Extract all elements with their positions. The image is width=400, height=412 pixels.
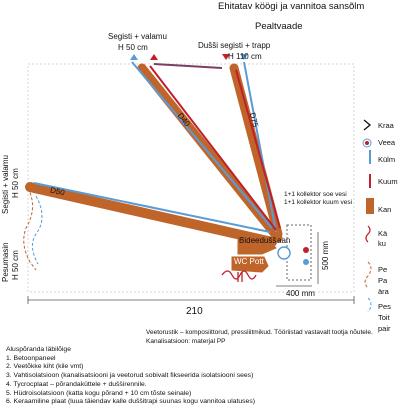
room-outline xyxy=(27,63,355,293)
trap-icon xyxy=(277,246,291,260)
left-drain-outlet-2 xyxy=(32,195,43,265)
label-bideeduss: Bideedušš xyxy=(239,236,277,245)
legend-vee: Veea xyxy=(378,138,396,147)
notes-item: 2. Veetõkke kiht (kile vmt) xyxy=(6,363,84,371)
label-left-pesumasin-height: H 50 cm xyxy=(11,250,20,280)
valve-icon xyxy=(303,247,309,253)
page-title: Ehitatav köögi ja vannitoa sansõlm xyxy=(218,1,365,12)
legend-pe1a: Pe xyxy=(378,265,388,274)
legend-pe2b: Toit xyxy=(378,313,390,322)
valve-icon-2 xyxy=(303,259,309,265)
label-left-pesumasin: Pesumasin xyxy=(1,242,10,282)
cold-water-pipes xyxy=(33,61,277,233)
legend-pe2a: Pes xyxy=(378,302,391,311)
legend-symbols xyxy=(362,119,374,313)
label-segisti-top-height: H 50 cm xyxy=(118,43,148,52)
footer-line-1: Veetorustik – komposiittorud, pressliitm… xyxy=(146,329,373,336)
legend-kraan: Kraa xyxy=(378,121,394,130)
page-subtitle: Pealtvaade xyxy=(255,21,303,32)
footer-line-2: Kanalisatsioon: materjal PP xyxy=(146,338,226,345)
label-aan: aan xyxy=(277,236,291,245)
label-dim-210: 210 xyxy=(186,306,203,317)
legend-pe1c: ära xyxy=(378,287,389,296)
heating-loop-2 xyxy=(237,272,243,282)
notes-item: 1. Betoonpaneel xyxy=(6,354,56,362)
hot-water-pipes xyxy=(149,65,281,231)
label-dush-top: Dušši segisti + trapp xyxy=(198,41,271,50)
label-segisti-top: Segisti + valamu xyxy=(108,32,167,41)
legend-pe2c: pair xyxy=(378,324,391,333)
legend-kulm: Külm xyxy=(378,155,396,164)
dimension-lines xyxy=(27,232,355,304)
label-left-segisti-height: H 50 cm xyxy=(11,168,20,198)
left-drain-outlet xyxy=(23,187,37,271)
legend-ka2b: ku xyxy=(378,239,386,248)
notes-item: 3. Vahtisolatsioon (kanalisatsiooni ja v… xyxy=(6,372,254,380)
label-wc-pott: WC Pott xyxy=(234,257,264,266)
mixer-connection xyxy=(153,63,223,69)
label-dim-400: 400 mm xyxy=(286,289,315,298)
collector-box xyxy=(286,224,312,281)
label-kollektor-soe: 1+1 kollektor soe vesi xyxy=(284,191,347,198)
notes-heading: Aluspõranda läbilõige xyxy=(6,346,71,353)
legend-ka2a: Kä xyxy=(378,229,388,238)
legend-kan: Kan xyxy=(378,205,392,214)
label-kollektor-kuum: 1+1 kollektor kuum vesi xyxy=(284,199,353,206)
notes-item: 4. Tycrocplaat – põrandaküttele + duššir… xyxy=(6,380,147,388)
label-left-segisti: Segisti + valamu xyxy=(1,155,10,214)
notes-item: 5. Hüdroisolatsioon (katta kogu põrand +… xyxy=(6,389,192,397)
label-dim-500: 500 mm xyxy=(321,241,330,270)
heating-loop xyxy=(221,270,257,280)
notes-item: 6. Keraamiline plaat (luua täiendav kall… xyxy=(6,398,255,406)
legend-pe1b: Pa xyxy=(378,276,388,285)
label-dush-top-height: H 110 cm xyxy=(228,52,262,61)
legend-kuum: Kuum xyxy=(378,177,398,186)
floor-section-notes: Aluspõranda läbilõige 1. Betoonpaneel 2.… xyxy=(6,346,255,407)
tap-icons xyxy=(130,54,248,60)
